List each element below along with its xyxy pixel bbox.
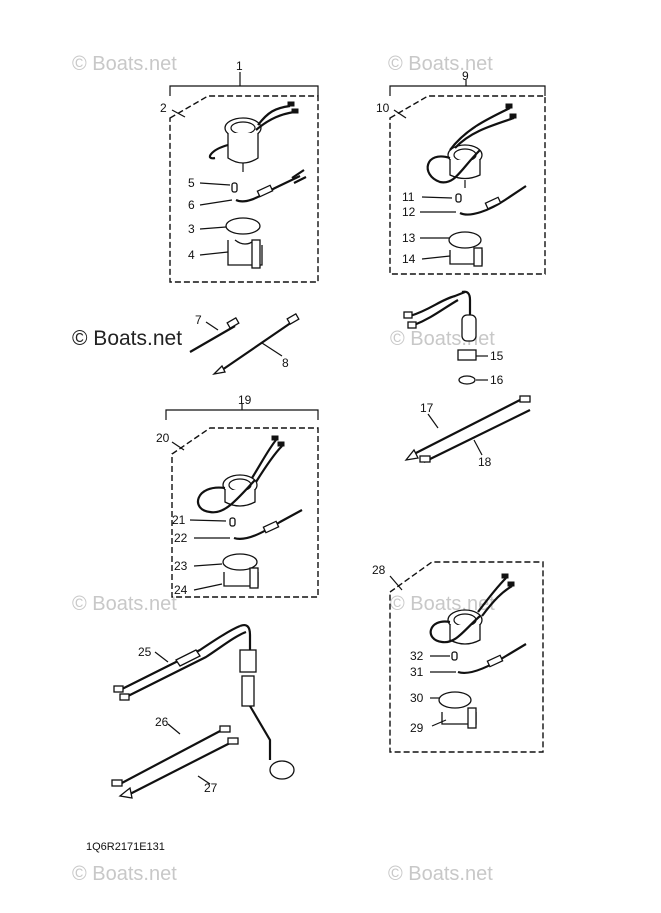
watermark-lower-right: © Boats.net	[390, 593, 495, 615]
callout-31: 31	[410, 665, 424, 679]
callout-23: 23	[174, 559, 188, 573]
callout-22: 22	[174, 531, 188, 545]
callout-14: 14	[402, 252, 416, 266]
watermark-top-right: © Boats.net	[388, 53, 493, 75]
watermark-lower-left: © Boats.net	[72, 593, 177, 615]
callout-24: 24	[174, 583, 188, 597]
callout-20: 20	[156, 431, 170, 445]
cable-set-26-27	[111, 723, 239, 799]
callout-32: 32	[410, 649, 424, 663]
watermark-bottom-right: © Boats.net	[388, 863, 493, 885]
callout-13: 13	[402, 231, 416, 245]
callout-28: 28	[372, 563, 386, 577]
cable-set-7-8	[189, 313, 300, 376]
callout-16: 16	[490, 373, 504, 387]
callout-10: 10	[376, 101, 390, 115]
sensor-15-16	[403, 290, 488, 385]
callout-4: 4	[188, 248, 195, 262]
callout-11: 11	[402, 190, 415, 204]
cable-set-17-18	[404, 395, 531, 463]
callout-2: 2	[160, 101, 167, 115]
callout-12: 12	[402, 205, 416, 219]
callout-3: 3	[188, 222, 195, 236]
callout-1: 1	[236, 59, 243, 73]
callout-26: 26	[155, 715, 169, 729]
callout-21: 21	[172, 513, 186, 527]
callout-15: 15	[490, 349, 504, 363]
callout-30: 30	[410, 691, 424, 705]
assembly-group-1	[169, 72, 319, 283]
callout-29: 29	[410, 721, 424, 735]
assembly-group-19	[165, 404, 319, 598]
callout-17: 17	[420, 401, 434, 415]
watermark-mid-right: © Boats.net	[390, 328, 495, 350]
diagram-code: 1Q6R2171E131	[86, 841, 165, 853]
watermark-main: © Boats.net	[72, 327, 182, 350]
callout-7: 7	[195, 313, 202, 327]
assembly-group-9	[389, 80, 546, 275]
callout-19: 19	[238, 393, 252, 407]
harness-25	[113, 623, 295, 780]
callout-25: 25	[138, 645, 152, 659]
watermark-bottom-left: © Boats.net	[72, 863, 177, 885]
callout-18: 18	[478, 455, 492, 469]
callout-27: 27	[204, 781, 218, 795]
callout-labels: 1 2 3 4 5 6 7 8 9 10 11 12 13 14 15 16 1…	[138, 59, 504, 795]
callout-9: 9	[462, 69, 469, 83]
watermark-top-left: © Boats.net	[72, 53, 177, 75]
callout-5: 5	[188, 176, 195, 190]
callout-6: 6	[188, 198, 195, 212]
assembly-group-28	[389, 561, 544, 753]
callout-8: 8	[282, 356, 289, 370]
